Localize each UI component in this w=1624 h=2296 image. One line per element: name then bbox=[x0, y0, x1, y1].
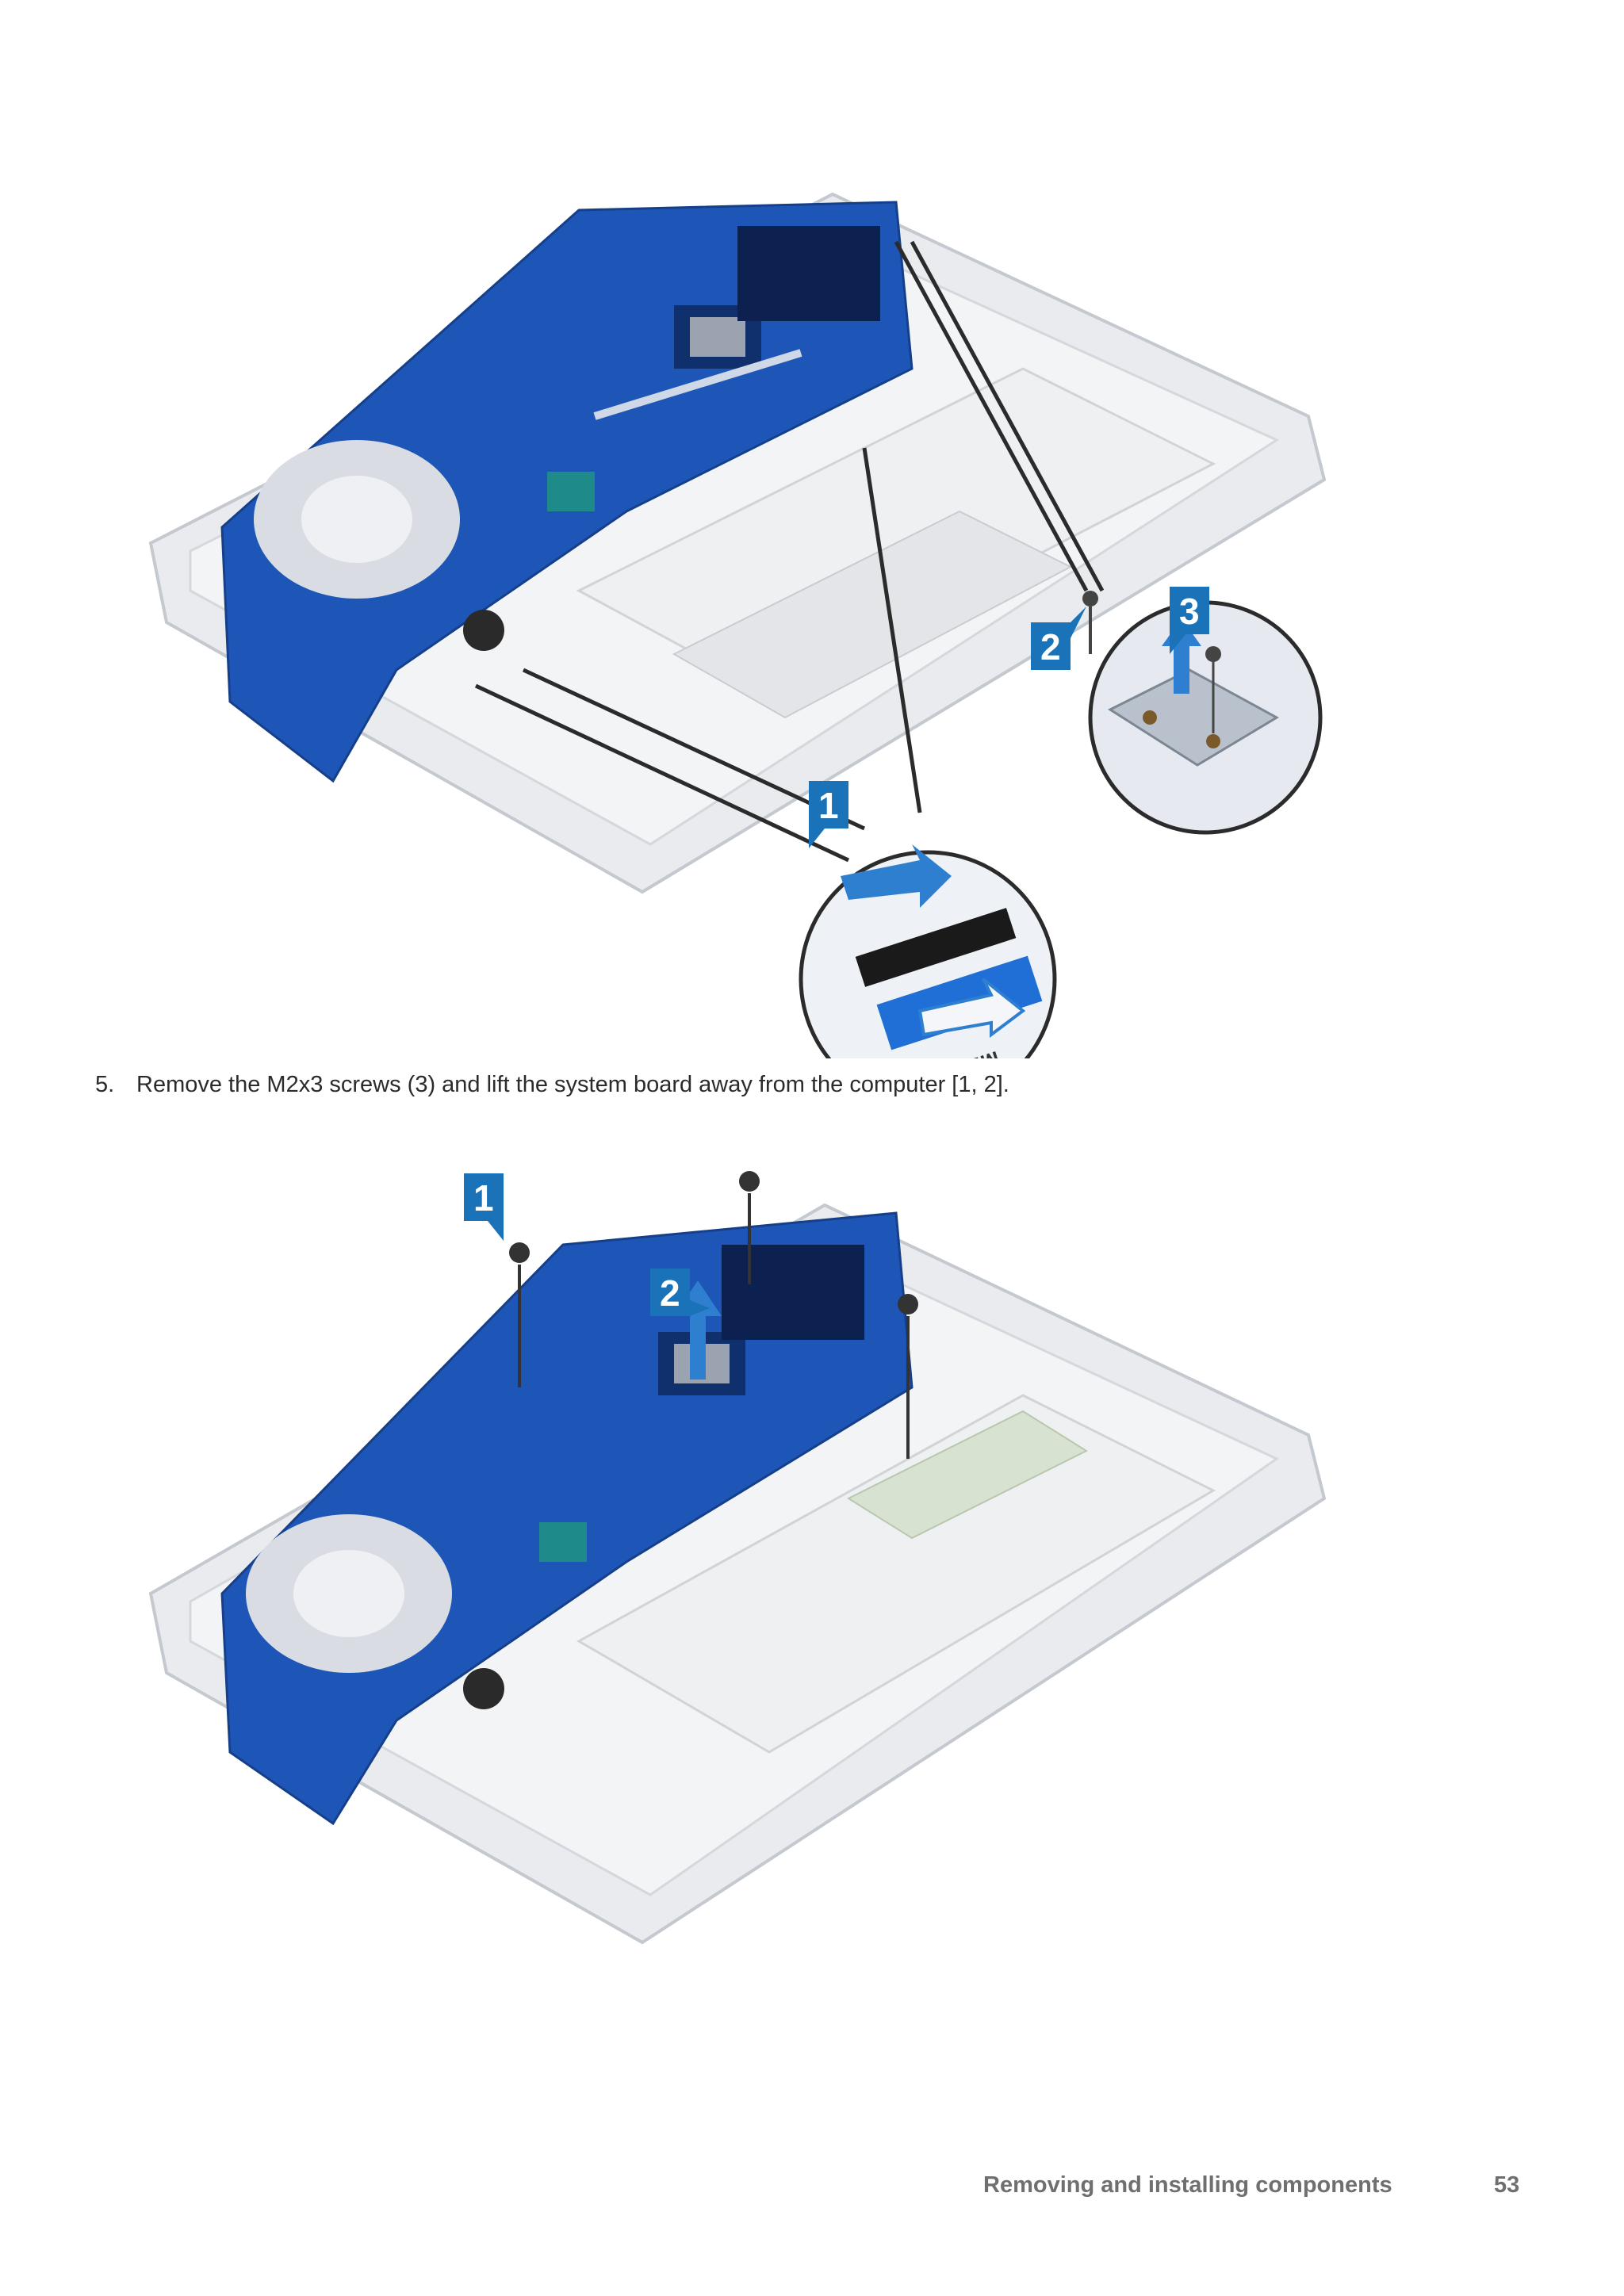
step-text: Remove the M2x3 screws (3) and lift the … bbox=[136, 1072, 1009, 1097]
callout-2: 2 bbox=[1031, 607, 1086, 670]
system-board bbox=[220, 1211, 914, 1826]
bracket-detail-inset bbox=[1082, 591, 1323, 835]
footer-section-title: Removing and installing components bbox=[983, 2172, 1392, 2198]
chipset bbox=[539, 1522, 587, 1562]
touchpad-board bbox=[846, 1410, 1089, 1540]
system-board-disconnect-illustration: MB 1 2 3 bbox=[148, 192, 1327, 1058]
pull-cable-arrow-icon bbox=[917, 978, 1026, 1038]
screw-icon bbox=[1082, 591, 1098, 654]
callout-3: 3 bbox=[1170, 587, 1209, 654]
svg-text:1: 1 bbox=[818, 785, 839, 826]
step-number: 5. bbox=[95, 1072, 115, 1097]
system-board bbox=[220, 201, 914, 783]
coin-cell-battery bbox=[463, 610, 504, 651]
callout-1: 1 bbox=[809, 781, 848, 848]
chipset bbox=[547, 472, 595, 511]
palmrest-chassis bbox=[148, 1203, 1327, 1945]
screw-icon bbox=[509, 1242, 530, 1387]
svg-text:2: 2 bbox=[1040, 626, 1061, 668]
system-board-removal-illustration: 1 2 bbox=[148, 1171, 1327, 1945]
svg-text:3: 3 bbox=[1179, 591, 1200, 632]
screw-icon bbox=[1205, 646, 1221, 733]
lift-latch-arrow-icon bbox=[841, 844, 952, 908]
hinge-bracket bbox=[1107, 668, 1280, 767]
svg-text:2: 2 bbox=[660, 1272, 680, 1314]
connector-detail-inset: MB bbox=[799, 844, 1057, 1058]
screw-icon bbox=[898, 1294, 918, 1459]
callout-1: 1 bbox=[464, 1173, 504, 1241]
page-number: 53 bbox=[1494, 2172, 1520, 2198]
step-5-instruction: 5. Remove the M2x3 screws (3) and lift th… bbox=[95, 1072, 1009, 1098]
screw-icon bbox=[739, 1171, 760, 1284]
callout-2: 2 bbox=[650, 1269, 710, 1316]
svg-text:1: 1 bbox=[473, 1177, 494, 1219]
coin-cell-battery bbox=[463, 1668, 504, 1709]
palmrest-chassis bbox=[148, 192, 1327, 894]
